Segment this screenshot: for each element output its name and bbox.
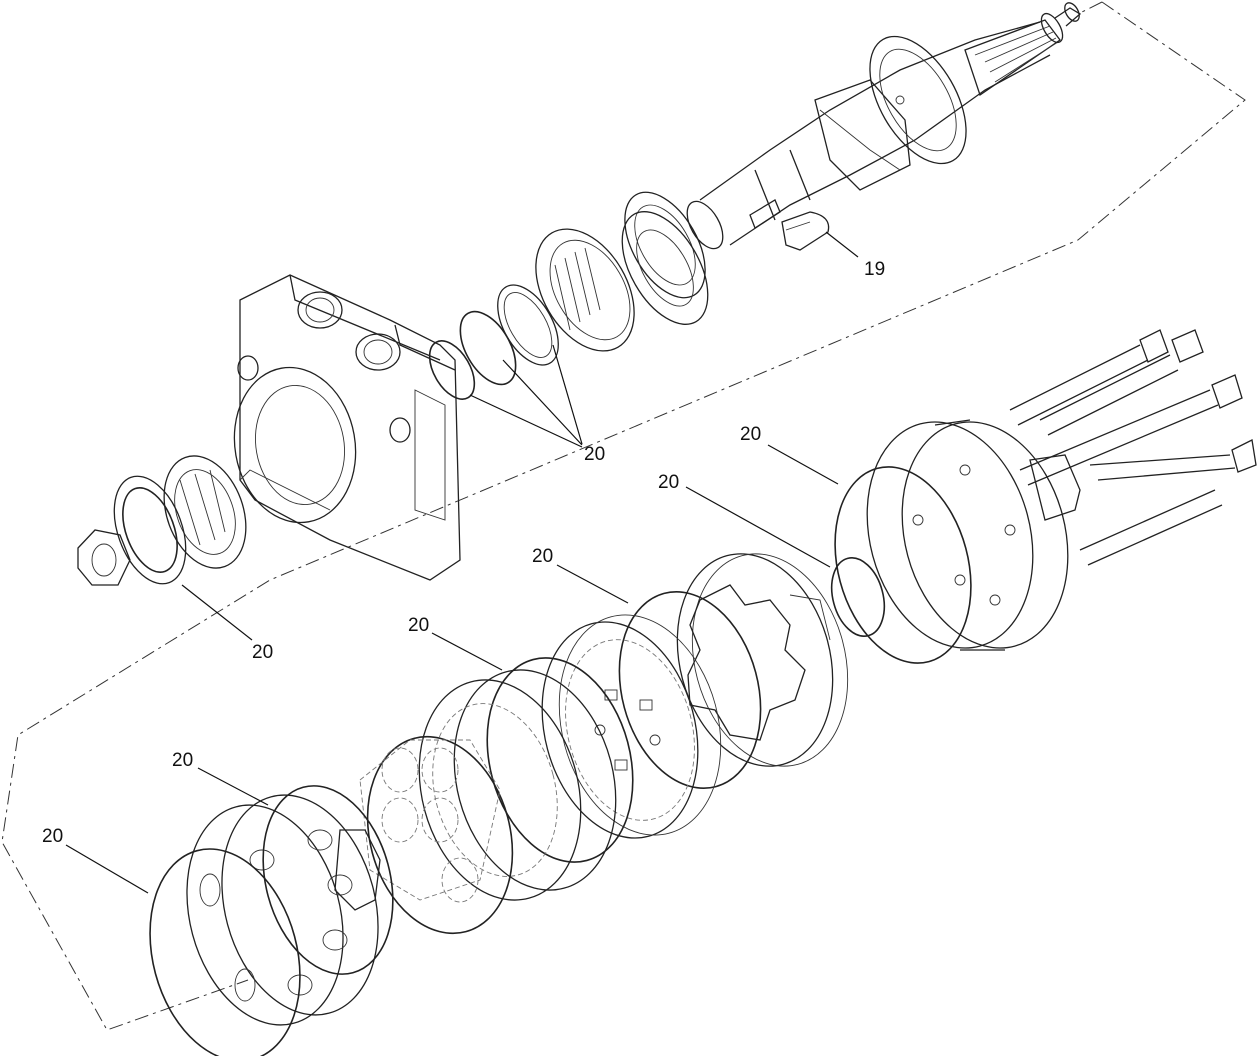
small-oring: [830, 557, 886, 637]
callout-20-end-cover-oring: 20: [740, 424, 761, 445]
leader-lines: [65, 231, 859, 894]
valve-housing-oring: [366, 735, 514, 935]
front-cover-oring: [262, 785, 394, 975]
end-cover-oring: [834, 466, 972, 664]
output-shaft: [686, 2, 1082, 250]
shaft-seal-rings: [428, 284, 559, 400]
callout-19: 19: [864, 259, 885, 280]
end-cover: [866, 419, 1081, 651]
callout-20-gerotor-oring: 20: [532, 546, 553, 567]
main-housing: [233, 274, 461, 581]
assembly-bolts: [1009, 329, 1257, 566]
castle-nut: [77, 529, 131, 586]
front-ring: [149, 848, 301, 1056]
woodruff-key: [781, 211, 830, 251]
callout-20-valve-plate-oring: 20: [408, 615, 429, 636]
gerotor-oring: [618, 591, 762, 789]
valve-housing: [418, 669, 617, 901]
gerotor: [676, 553, 849, 767]
callout-labels: 19 20 20 20 20 20 20 20 20: [42, 259, 885, 847]
needle-bearing-set: [535, 191, 709, 352]
front-cover: [186, 794, 381, 1026]
callout-20-small-oring: 20: [658, 472, 679, 493]
valve-plate: [541, 614, 722, 839]
front-bearing: [163, 455, 247, 569]
thrust-washer: [869, 35, 967, 165]
assembly-boundary: [1, 1, 1246, 1031]
front-shaft-seal: [113, 475, 187, 585]
callout-20-shaft-seals: 20: [584, 444, 605, 465]
callout-20-valve-housing-oring: 20: [172, 750, 193, 771]
callout-20-front-ring: 20: [42, 826, 63, 847]
callout-20-front-seal: 20: [252, 642, 273, 663]
